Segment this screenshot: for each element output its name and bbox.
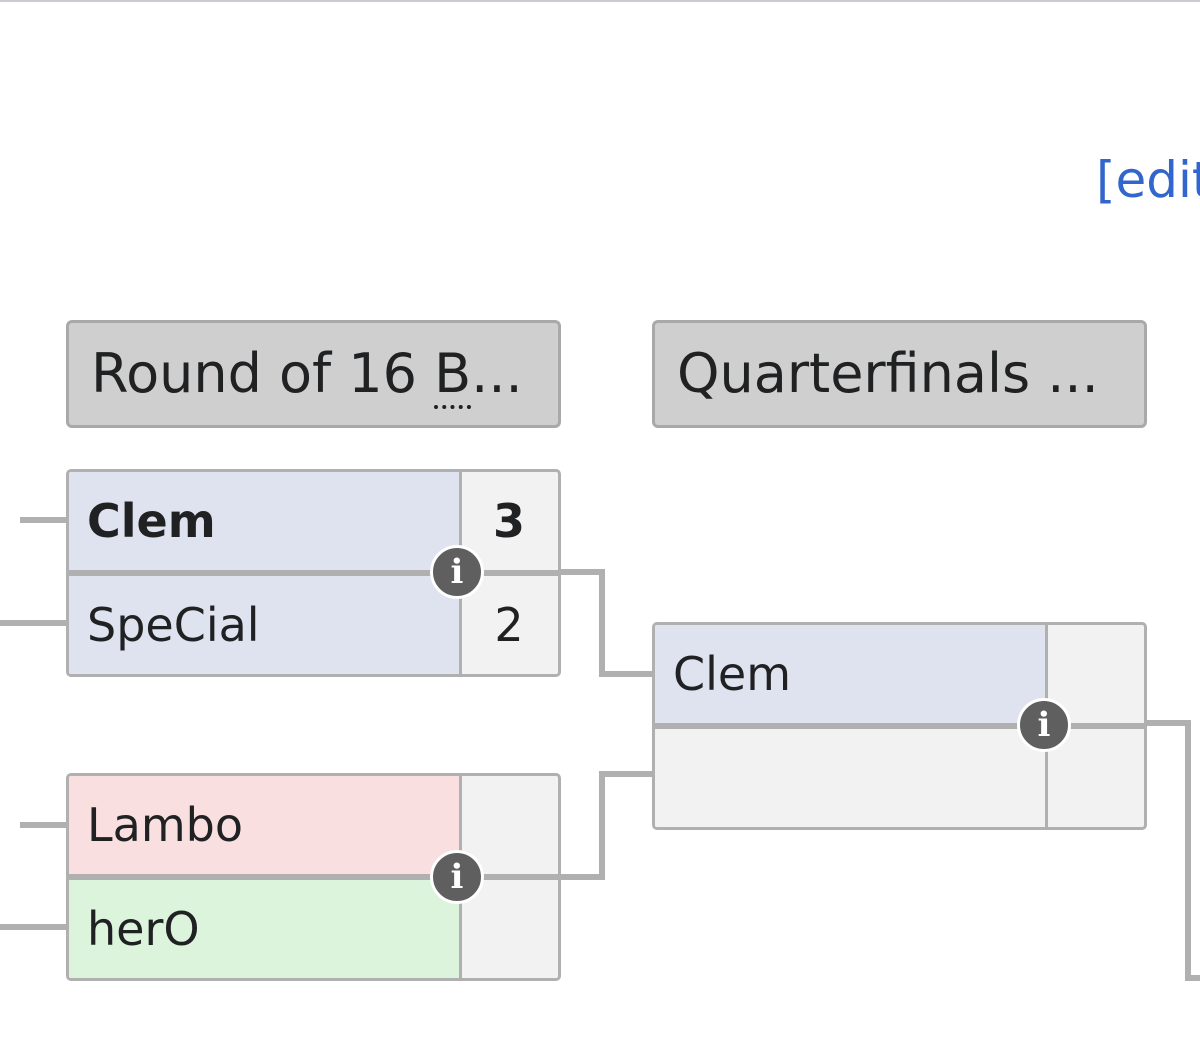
player-name: Clem bbox=[87, 494, 216, 548]
header-quarterfinals: Quarterfinals ... bbox=[652, 320, 1147, 428]
connector-match1-to-qf bbox=[559, 569, 653, 677]
header-quarterfinals-text: Quarterfinals ... bbox=[677, 342, 1099, 405]
header-round-of-16-text: Round of 16 bbox=[91, 342, 435, 405]
player-name: herO bbox=[87, 902, 200, 956]
player-name: SpeCial bbox=[87, 598, 260, 652]
player-name: Clem bbox=[673, 647, 792, 701]
edit-link[interactable]: [edit bbox=[1096, 151, 1200, 209]
match-quarterfinal: Clem bbox=[652, 622, 1147, 830]
slot-divider bbox=[655, 723, 1144, 729]
player-name: Lambo bbox=[87, 798, 243, 852]
top-divider bbox=[0, 0, 1200, 2]
match-slot-top[interactable]: Lambo bbox=[69, 776, 459, 874]
player-score: 2 bbox=[494, 598, 524, 652]
match-info-icon[interactable]: i bbox=[430, 545, 484, 599]
match-info-icon[interactable]: i bbox=[430, 850, 484, 904]
slot-divider bbox=[69, 874, 558, 880]
match-info-icon[interactable]: i bbox=[1017, 698, 1071, 752]
match-slot-bottom[interactable]: herO bbox=[69, 880, 459, 978]
match-clem-vs-special: Clem SpeCial 3 2 bbox=[66, 469, 561, 677]
header-round-of-16-ellipsis: ... bbox=[471, 342, 523, 405]
player-score: 3 bbox=[492, 494, 525, 548]
match-slot-top[interactable]: Clem bbox=[69, 472, 459, 570]
header-round-of-16: Round of 16 B... bbox=[66, 320, 561, 428]
header-round-of-16-abbr[interactable]: B bbox=[434, 342, 472, 409]
match-slot-bottom[interactable]: SpeCial bbox=[69, 576, 459, 674]
slot-divider bbox=[69, 570, 558, 576]
match-lambo-vs-hero: Lambo herO bbox=[66, 773, 561, 981]
match-slot-top[interactable]: Clem bbox=[655, 625, 1045, 723]
connector-qf-out bbox=[1146, 720, 1200, 981]
connector-match2-to-qf bbox=[559, 771, 653, 880]
match-slot-bottom[interactable] bbox=[655, 729, 1045, 827]
